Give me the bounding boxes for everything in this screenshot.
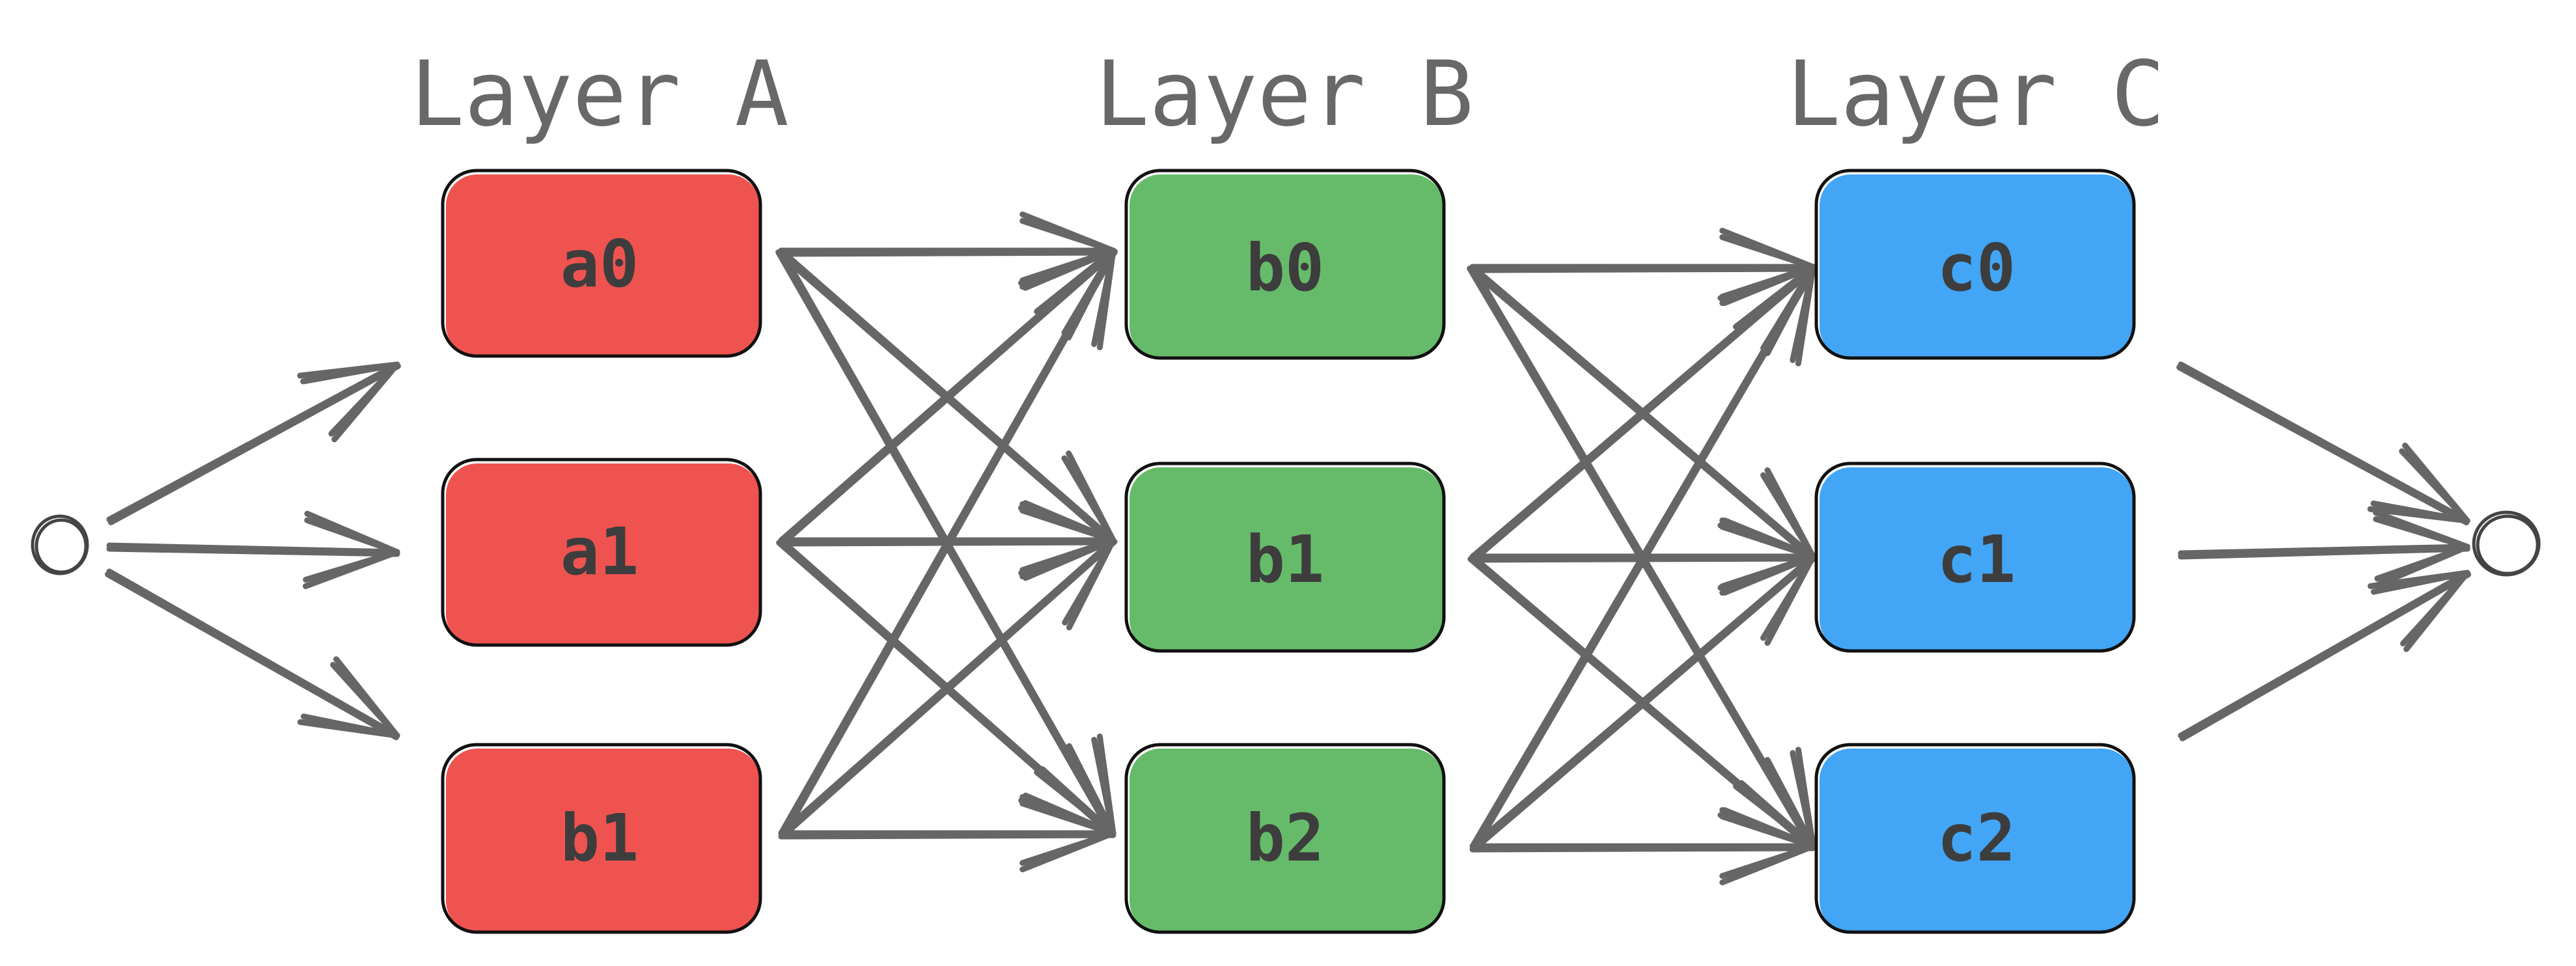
- layer-b-title: Layer B: [1095, 42, 1474, 146]
- layer-b-node-2: b2: [1124, 743, 1446, 934]
- edge-b0-to-c0: [1469, 227, 1816, 307]
- layer-b-node-0: b0: [1124, 169, 1446, 360]
- layer-c-node-1: c1: [1814, 462, 2136, 653]
- layer-b-node-1: b1: [1124, 462, 1446, 653]
- node-label: b0: [1246, 230, 1324, 306]
- node-label: c2: [1937, 800, 2015, 876]
- layer-c-node-0: c0: [1814, 169, 2136, 360]
- edge-a2-to-b0: [778, 247, 1118, 838]
- edge-source-to-a1: [106, 510, 400, 589]
- node-label: c0: [1937, 230, 2015, 306]
- edge-a2-to-b1: [778, 537, 1118, 839]
- layer-a-title: Layer A: [410, 42, 789, 146]
- layer-a-node-2: b1: [441, 743, 762, 934]
- edge-a2-to-b2: [778, 794, 1116, 873]
- node-label: a0: [561, 226, 639, 302]
- edge-b2-to-c0: [1469, 264, 1818, 851]
- node-label: a1: [561, 514, 639, 590]
- sink-node: [2472, 510, 2541, 577]
- edge-b2-to-c2: [1469, 807, 1816, 886]
- node-label: c1: [1937, 521, 2015, 598]
- edges: [105, 211, 2471, 886]
- node-label: b2: [1246, 800, 1324, 876]
- node-label: b1: [1246, 521, 1324, 598]
- layer-a-node-1: a1: [441, 458, 762, 647]
- layer-c-title: Layer C: [1786, 42, 2165, 146]
- node-label: b1: [561, 800, 639, 876]
- edge-b2-to-c1: [1469, 553, 1818, 852]
- layer-a-node-0: a0: [441, 169, 762, 358]
- source-node: [31, 514, 89, 575]
- edge-c1-to-sink: [2178, 510, 2471, 588]
- edge-a0-to-b0: [778, 211, 1116, 290]
- edge-source-to-a0: [106, 361, 401, 525]
- edge-c0-to-sink: [2176, 361, 2471, 526]
- edge-c2-to-sink: [2178, 570, 2471, 741]
- edge-source-to-a2: [105, 568, 400, 741]
- layer-c-node-2: c2: [1814, 743, 2136, 934]
